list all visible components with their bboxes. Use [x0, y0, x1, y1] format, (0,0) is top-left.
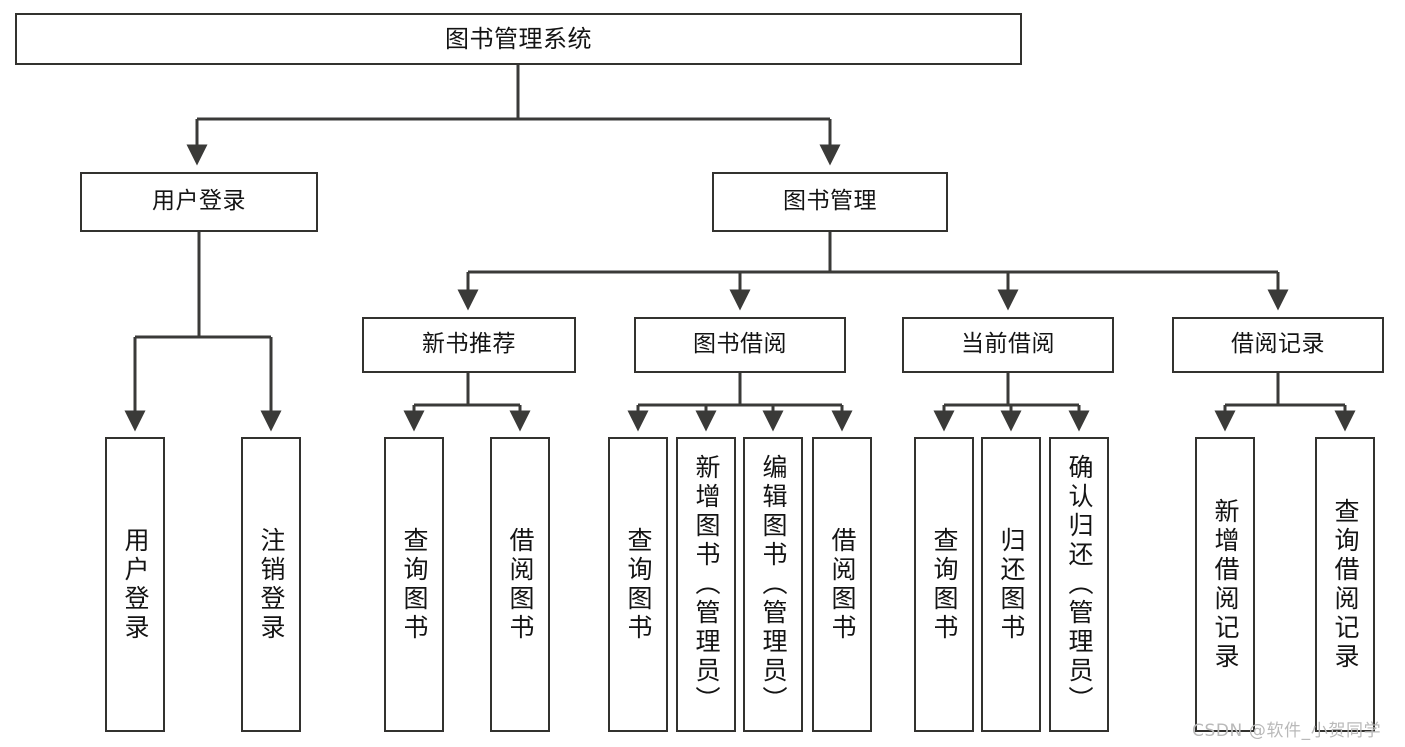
node-label: 查询借阅记录 [1331, 497, 1360, 672]
leaf-borrow-book[interactable]: 借阅图书 [812, 437, 872, 732]
node-current-borrow[interactable]: 当前借阅 [902, 317, 1114, 373]
leaf-add-borrow-record[interactable]: 新增借阅记录 [1195, 437, 1255, 732]
node-label: 确认归还（管理员） [1065, 454, 1094, 715]
leaf-add-book[interactable]: 新增图书（管理员） [676, 437, 736, 732]
node-label: 当前借阅 [961, 331, 1055, 358]
leaf-query-borrow-record[interactable]: 查询借阅记录 [1315, 437, 1375, 732]
csdn-watermark: CSDN @软件_小贺同学 [1192, 721, 1382, 741]
leaf-logout-login[interactable]: 注销登录 [241, 437, 301, 732]
leaf-return-book[interactable]: 归还图书 [981, 437, 1041, 732]
node-label: 查询图书 [624, 526, 653, 643]
node-label: 用户登录 [152, 188, 246, 215]
node-label: 图书管理系统 [445, 24, 592, 53]
leaf-confirm-return[interactable]: 确认归还（管理员） [1049, 437, 1109, 732]
node-label: 图书借阅 [693, 331, 787, 358]
node-root-system[interactable]: 图书管理系统 [15, 13, 1022, 65]
node-label: 归还图书 [997, 526, 1026, 643]
node-label: 新书推荐 [422, 331, 516, 358]
node-borrow-record[interactable]: 借阅记录 [1172, 317, 1384, 373]
node-label: 借阅图书 [828, 526, 857, 643]
leaf-query-book-current[interactable]: 查询图书 [914, 437, 974, 732]
leaf-user-login[interactable]: 用户登录 [105, 437, 165, 732]
node-label: 编辑图书（管理员） [759, 454, 788, 715]
node-label: 新增图书（管理员） [692, 454, 721, 715]
node-user-login[interactable]: 用户登录 [80, 172, 318, 232]
node-label: 图书管理 [783, 188, 877, 215]
leaf-borrow-book-new-rec[interactable]: 借阅图书 [490, 437, 550, 732]
leaf-query-book-borrow[interactable]: 查询图书 [608, 437, 668, 732]
node-book-borrow[interactable]: 图书借阅 [634, 317, 846, 373]
node-book-manage[interactable]: 图书管理 [712, 172, 948, 232]
node-label: 新增借阅记录 [1211, 497, 1240, 672]
node-label: 注销登录 [257, 526, 286, 643]
node-label: 借阅记录 [1231, 331, 1325, 358]
leaf-query-book-new-rec[interactable]: 查询图书 [384, 437, 444, 732]
node-label: 用户登录 [121, 526, 150, 643]
node-label: 查询图书 [400, 526, 429, 643]
node-label: 借阅图书 [506, 526, 535, 643]
node-new-book-rec[interactable]: 新书推荐 [362, 317, 576, 373]
node-label: 查询图书 [930, 526, 959, 643]
leaf-edit-book[interactable]: 编辑图书（管理员） [743, 437, 803, 732]
